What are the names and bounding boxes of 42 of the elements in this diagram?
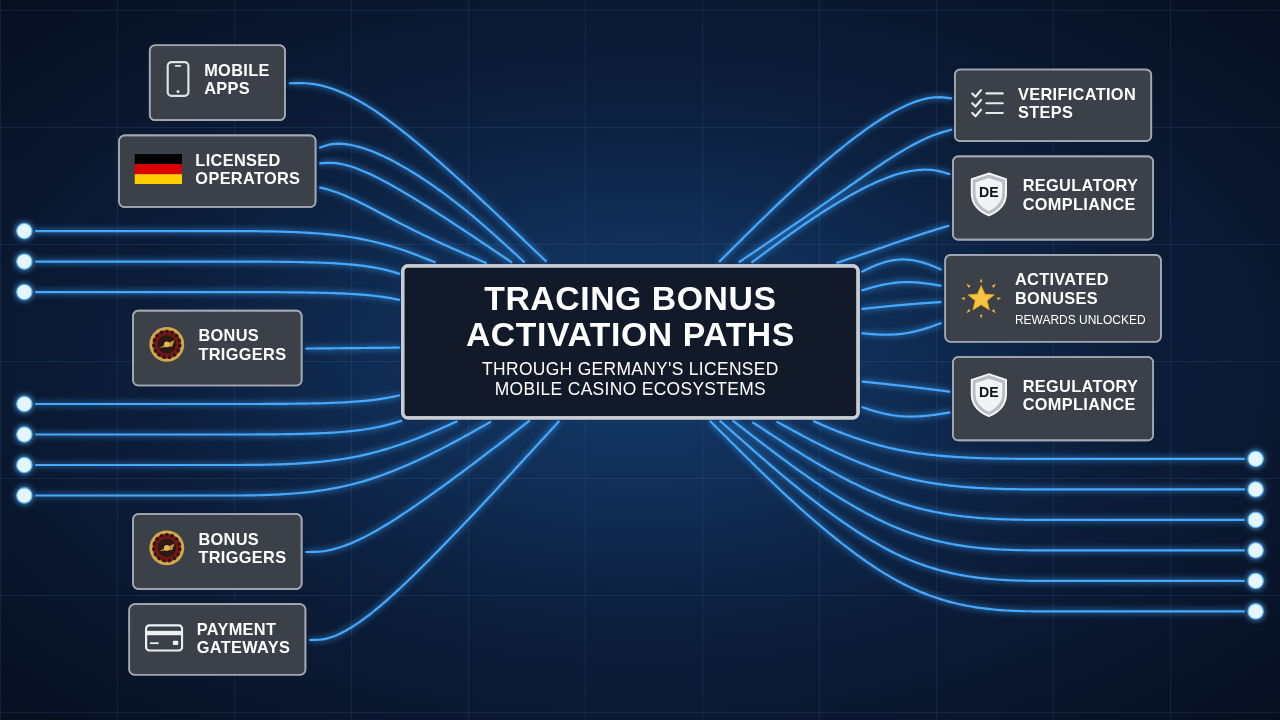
node-label: VERIFICATION STEPS: [1018, 84, 1136, 123]
title-text: TRACING BONUS ACTIVATION PATHS: [464, 281, 796, 354]
node-label: REGULATORY COMPLIANCE: [1022, 175, 1138, 214]
connector-line: [812, 420, 1245, 460]
connector-line: [35, 230, 436, 264]
connector-line: [35, 260, 401, 276]
connector-line: [861, 300, 942, 311]
connector-line: [35, 291, 401, 302]
node-label: ACTIVATED BONUSES: [1014, 270, 1109, 308]
subtitle-text: THROUGH GERMANY'S LICENSED MOBILE CASINO ECOSYSTEMS: [481, 358, 780, 401]
connector-line: [731, 419, 1245, 552]
connector-line: [288, 82, 548, 263]
node-label: BONUS TRIGGERS: [198, 325, 287, 364]
connector-line: [836, 224, 950, 265]
connector-line: [750, 168, 951, 264]
connector-line: [305, 346, 400, 350]
connector-line: [35, 419, 403, 436]
connector-line: [860, 258, 942, 273]
node-label: PAYMENT GATEWAYS: [196, 619, 291, 657]
connector-line: [861, 281, 942, 292]
connector-line: [319, 186, 488, 265]
connector-line: [718, 419, 1245, 582]
connector-line: [861, 406, 951, 418]
connector-line: [861, 380, 951, 393]
node-label: REGULATORY COMPLIANCE: [1022, 376, 1138, 414]
connector-line: [776, 420, 1245, 491]
connector-line: [309, 420, 561, 642]
connector-line: [738, 128, 953, 264]
connector-line: [318, 142, 526, 264]
connector-line: [718, 96, 953, 263]
connector-line: [35, 394, 401, 406]
connector-line: [709, 420, 1245, 613]
connector-line: [35, 420, 458, 467]
node-label: BONUS TRIGGERS: [198, 529, 287, 567]
node-label: LICENSED OPERATORS: [195, 150, 301, 189]
connector-line: [35, 420, 492, 497]
connector-line: [751, 421, 1245, 521]
node-label: MOBILE APPS: [204, 60, 270, 99]
connector-line: [319, 161, 513, 264]
connector-line: [861, 322, 942, 336]
node-subtitle: REWARDS UNLOCKED: [1014, 312, 1146, 326]
connector-line: [305, 419, 531, 554]
